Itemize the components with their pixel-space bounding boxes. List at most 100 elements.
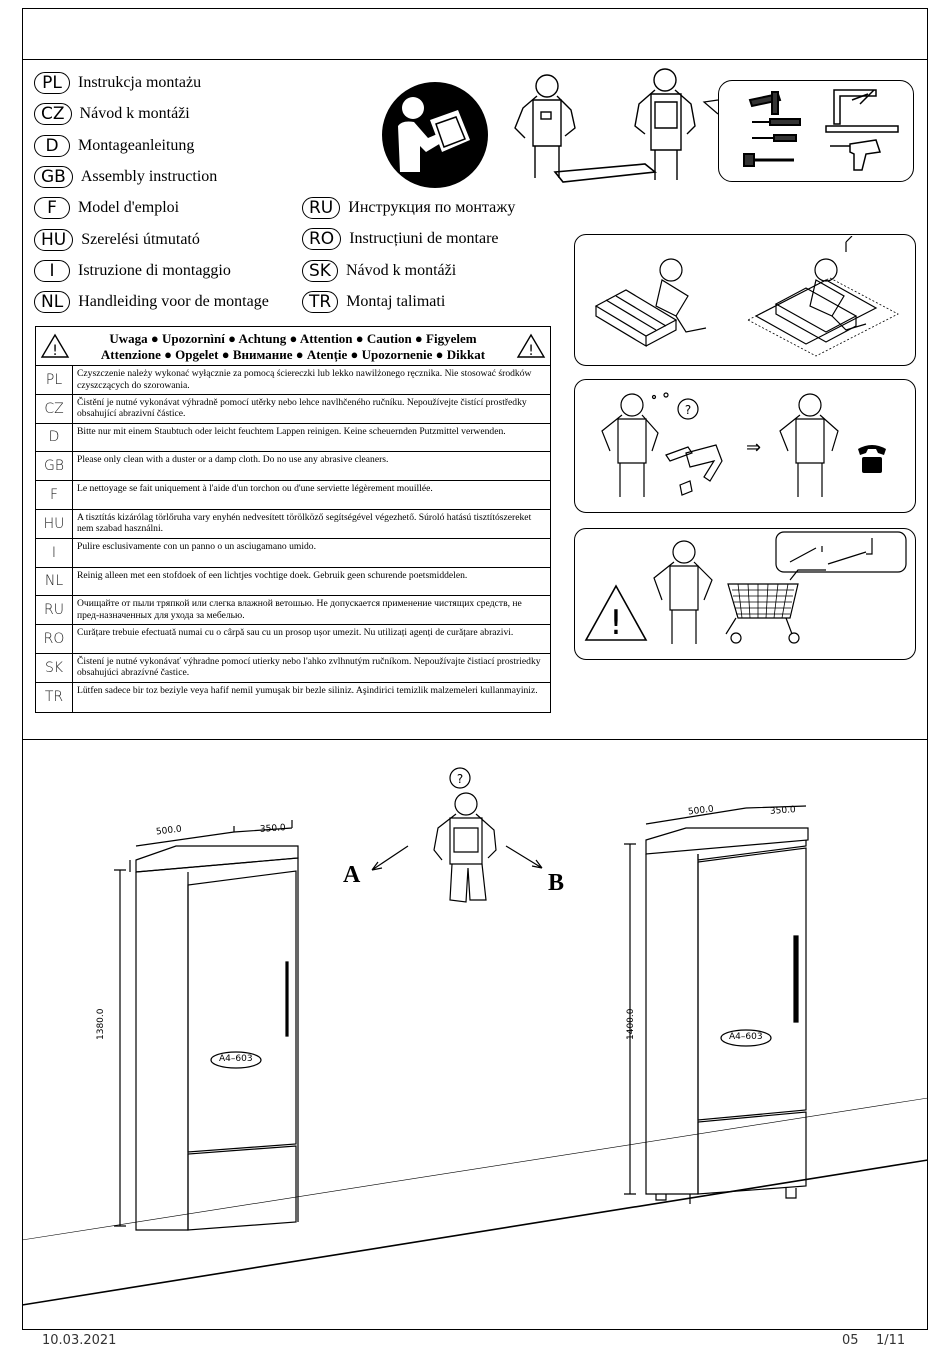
warning-row-code: NL [36, 567, 73, 596]
read-manual-icon [382, 82, 488, 188]
svg-text:!: ! [52, 343, 58, 359]
language-code-badge: NL [34, 291, 71, 314]
language-row: CZ Návod k montáži [34, 102, 190, 126]
footer-date: 10.03.2021 [42, 1333, 117, 1348]
language-row: SK Návod k montáži [302, 259, 456, 283]
cabinet-b-code: A4–603 [729, 1032, 763, 1042]
language-title: Návod k montáži [79, 105, 190, 123]
header-divider [22, 59, 928, 60]
language-row: TR Montaj talimati [302, 290, 445, 314]
question-mark-icon [677, 398, 699, 420]
language-row: I Istruzione di montaggio [34, 259, 231, 283]
warning-row-text: Lütfen sadece bir toz beziyle veya hafif… [77, 684, 538, 696]
language-row: HU Szerelési útmutató [34, 228, 200, 252]
warning-triangle-icon [584, 584, 648, 641]
warning-heading-line1: Uwaga ● Upozornìní ● Achtung ● Attention… [109, 331, 477, 346]
warning-row-code: CZ [36, 394, 73, 423]
warning-row-code: I [36, 538, 73, 567]
language-title: Návod k montáži [346, 261, 457, 279]
svg-text:?: ? [457, 772, 463, 786]
floor-protection-illustration [594, 236, 899, 357]
warning-row-code: D [36, 423, 73, 452]
workers-carrying-illustration [514, 68, 696, 183]
language-code-badge: TR [302, 290, 339, 313]
language-row: GB Assembly instruction [34, 165, 217, 189]
fastener-warning-illustration: ! [584, 531, 907, 644]
warning-heading-line2: Attenzione ● Opgelet ● Внимание ● Atenți… [100, 347, 486, 362]
warning-row-code: GB [36, 452, 73, 481]
language-row: NL Handleiding voor de montage [34, 290, 269, 314]
language-title: Instrucțiuni de montare [349, 230, 499, 248]
cabinet-a-depth: 350.0 [259, 823, 287, 835]
warning-row-text: Reinig alleen met een stofdoek of een li… [77, 569, 468, 581]
cabinet-a-top [135, 845, 299, 873]
language-title: Montaj talimati [346, 292, 446, 310]
footer-page: 1/11 [876, 1333, 906, 1348]
svg-text:⇒: ⇒ [746, 437, 761, 458]
page-frame [22, 8, 928, 1330]
language-row: F Model d'emploi [34, 196, 179, 220]
language-title: Handleiding voor de montage [78, 293, 269, 311]
warning-row: D Bitte nur mit einem Staubtuch oder leic… [36, 423, 550, 453]
missing-parts-panel [574, 379, 916, 513]
fastener-warning-panel [574, 528, 916, 660]
warning-row-text: Czyszczenie należy wykonać wyłącznie za … [77, 368, 532, 391]
warning-triangle-icon: ! [516, 333, 546, 359]
floor-protection-panel [574, 234, 916, 366]
svg-text:!: ! [528, 343, 534, 359]
tools-icon [702, 89, 899, 171]
svg-text:?: ? [685, 403, 691, 417]
warning-row-text: Le nettoyage se fait uniquement à l'aide… [77, 483, 433, 495]
language-code-badge: RO [302, 228, 342, 251]
section-divider [22, 739, 928, 740]
cabinet-b-height: 1400.0 [626, 1008, 636, 1041]
language-title: Instrukcja montażu [78, 74, 202, 91]
warning-row-text: Очищайте от пыли тряпкой или слегка влаж… [77, 598, 522, 621]
language-code-badge: I [34, 259, 70, 282]
warning-row-code: HU [36, 509, 73, 538]
warning-row: TR Lütfen sadece bir toz beziyle veya haf… [36, 682, 550, 712]
language-code-badge: CZ [34, 103, 72, 126]
warning-row: NL Reinig alleen met een stofdoek of een … [36, 567, 550, 597]
language-title: Istruzione di montaggio [78, 261, 231, 279]
warning-row-code: PL [36, 366, 73, 394]
direction-label-a: A [343, 862, 361, 888]
warning-heading: ! Uwaga ● Upozornìní ● Achtung ● Attenti… [36, 327, 550, 366]
warning-row-code: SK [36, 653, 73, 682]
language-code-badge: GB [34, 165, 73, 188]
language-row: RU Инструкция по монтажу [302, 196, 515, 220]
warning-row-code: F [36, 481, 73, 509]
cleaning-warning-table: ! Uwaga ● Upozornìní ● Achtung ● Attenti… [35, 326, 551, 713]
language-title: Assembly instruction [80, 167, 218, 185]
warning-row-text: A tisztítás kizárólag törlőruha vary eny… [77, 511, 532, 535]
warning-triangle-icon: ! [40, 333, 70, 359]
telephone-icon [858, 445, 886, 473]
warning-row: F Le nettoyage se fait uniquement à l'aid… [36, 481, 550, 510]
cabinet-a-height: 1380.0 [96, 1008, 106, 1041]
warning-row-text: Čistění je nutné vykonávat výhradně pomo… [77, 396, 527, 420]
language-code-badge: HU [34, 228, 74, 251]
warning-row-code: TR [36, 682, 73, 712]
language-code-badge: F [34, 197, 70, 220]
language-title: Model d'emploi [78, 199, 180, 217]
direction-label-b: B [548, 870, 565, 896]
language-title: Szerelési útmutató [81, 230, 200, 248]
language-code-badge: RU [302, 197, 341, 219]
missing-parts-illustration: ? ⇒ [601, 392, 886, 497]
language-row: RO Instrucțiuni de montare [302, 227, 499, 251]
language-code-badge: SK [302, 259, 338, 282]
warning-row-code: RU [36, 596, 73, 625]
warning-row-text: Čistení je nutné vykonávať výhradne pomo… [77, 655, 541, 679]
warning-row-text: Bitte nur mit einem Staubtuch oder leich… [77, 425, 506, 437]
language-title: Инструкция по монтажу [348, 199, 516, 216]
